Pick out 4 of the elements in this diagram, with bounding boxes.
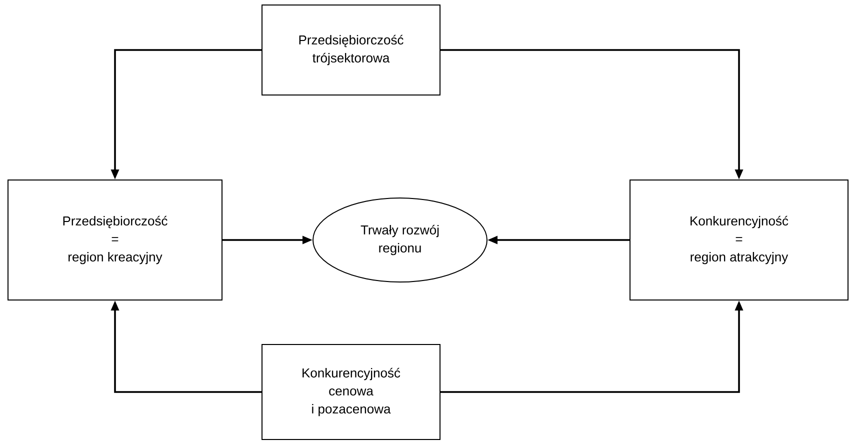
process-box: Przedsiębiorczość trójsektorowa bbox=[262, 4, 440, 96]
process-box: Konkurencyjność = region atrakcyjny bbox=[630, 180, 849, 300]
process-box: Konkurencyjność cenowa i pozacenowa bbox=[262, 344, 440, 440]
process-box: Przedsiębiorczość = region kreacyjny bbox=[8, 180, 222, 300]
